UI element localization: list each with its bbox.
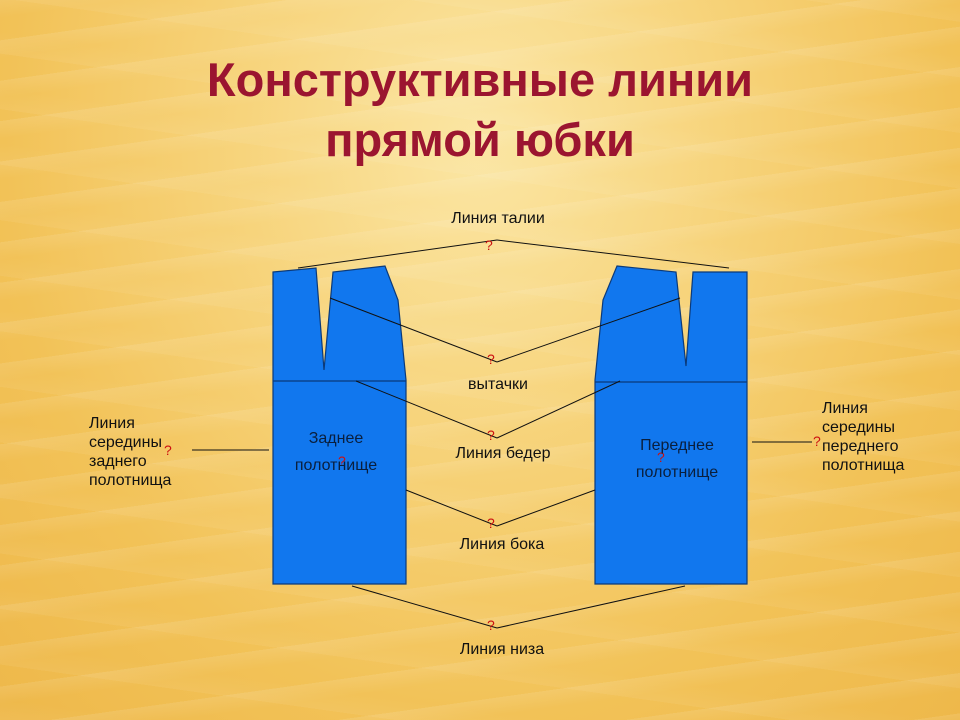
front-panel-label: Переднее полотнище (612, 432, 742, 486)
marker-front-panel: ? (657, 449, 665, 465)
title-line-2: прямой юбки (325, 113, 635, 166)
marker-hem: ? (487, 617, 495, 633)
hem-leader-left (351, 585, 498, 629)
front-center-label-line: переднего (822, 438, 899, 455)
marker-hips: ? (487, 427, 495, 443)
back-center-label-line: Линия (89, 415, 135, 432)
marker-back-center: ? (164, 442, 172, 458)
hem-line-label: Линия низа (459, 641, 545, 658)
front-panel-shape (594, 265, 748, 585)
title-line-1: Конструктивные линии (206, 53, 754, 106)
front-center-label-line: Линия (822, 400, 868, 417)
front-panel-label-line: Переднее (640, 437, 714, 454)
front-center-label-line: полотнища (822, 457, 905, 474)
darts-label: вытачки (468, 376, 528, 393)
marker-side: ? (487, 515, 495, 531)
marker-darts: ? (487, 351, 495, 367)
marker-waist: ? (485, 237, 493, 253)
waist-leader-right (496, 239, 730, 269)
side-leader-right (496, 489, 596, 527)
back-panel-label-line: Заднее (308, 430, 364, 447)
back-center-label-line: полотнища (89, 472, 172, 489)
back-center-label-line: середины (89, 434, 162, 451)
hips-leader-left (355, 380, 498, 439)
darts-leader-right (496, 297, 681, 363)
waist-leader-left (297, 239, 498, 269)
darts-leader-left (329, 297, 498, 363)
back-panel-label-line: полотнище (294, 457, 378, 474)
front-center-label: Линия середины переднего полотнища (822, 399, 904, 475)
front-panel-label-line: полотнище (635, 464, 719, 481)
hips-leader-right (496, 380, 621, 439)
back-center-label-line: заднего (89, 453, 147, 470)
page-title: Конструктивные линии прямой юбки (0, 50, 960, 170)
side-leader-left (405, 489, 498, 527)
marker-back-panel: ? (338, 453, 346, 469)
back-panel-shape (272, 265, 407, 585)
side-line-label: Линия бока (459, 536, 545, 553)
hip-line-label: Линия бедер (455, 445, 551, 462)
waist-line-label: Линия талии (451, 210, 545, 227)
front-center-label-line: середины (822, 419, 895, 436)
hem-leader-right (496, 585, 686, 629)
back-panel-label: Заднее полотнище (276, 425, 396, 479)
back-center-label: Линия середины заднего полотнища (89, 414, 171, 490)
marker-front-center: ? (813, 433, 821, 449)
